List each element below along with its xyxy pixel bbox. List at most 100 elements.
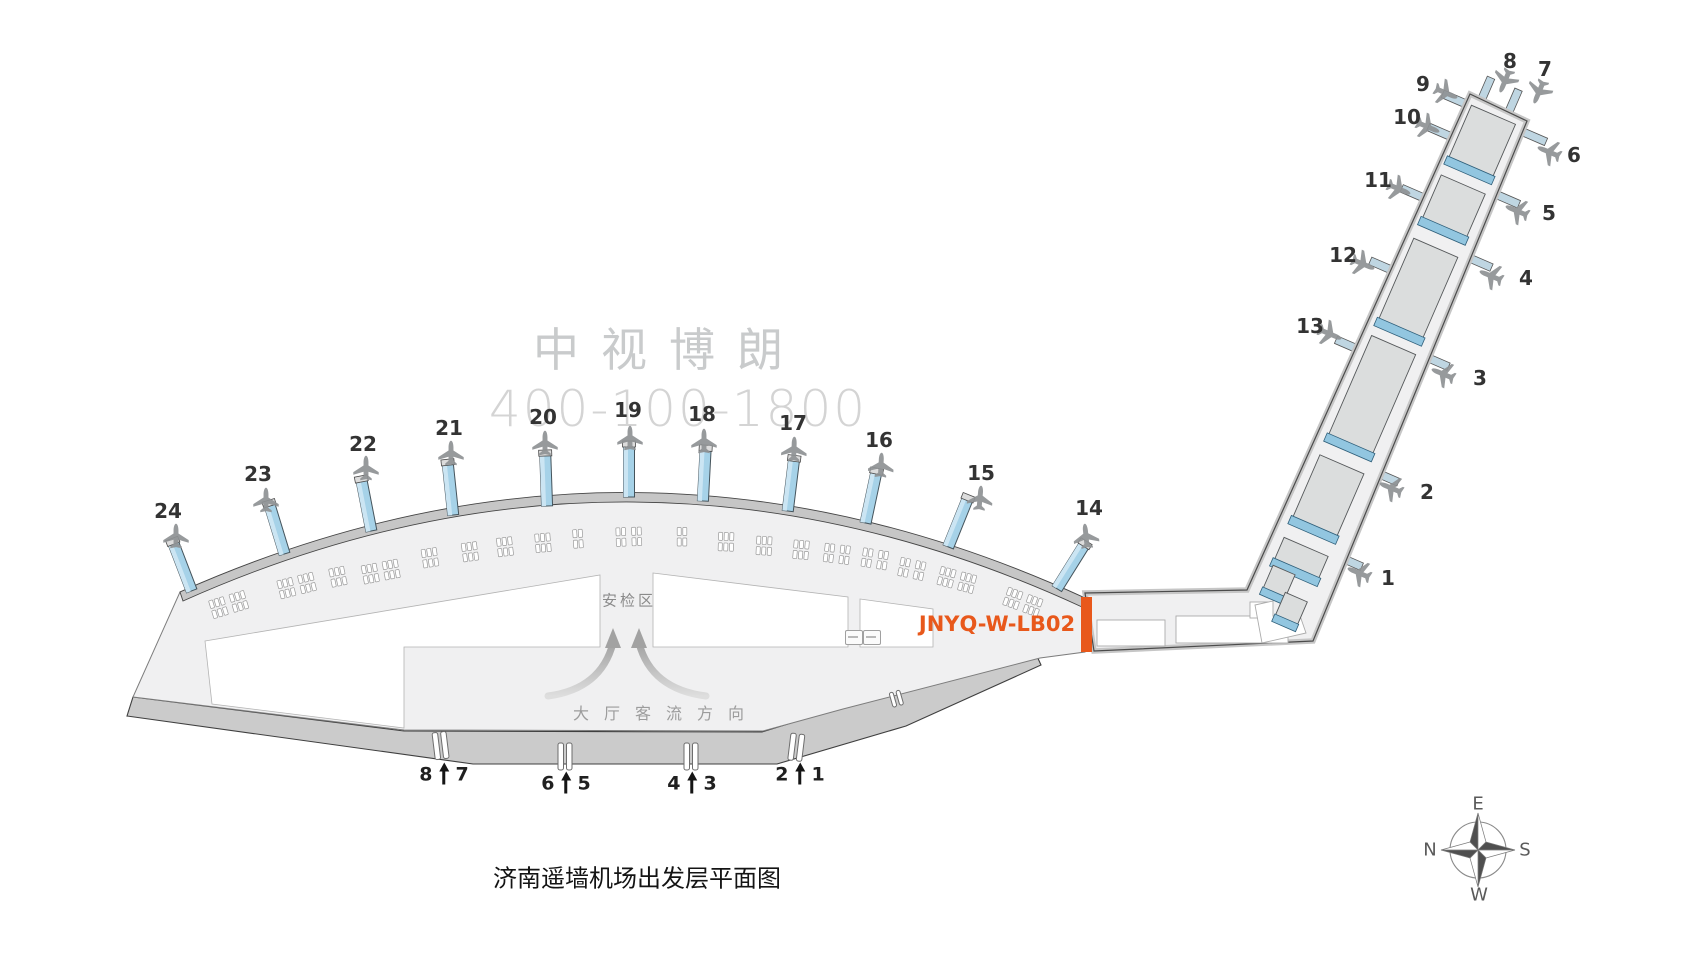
gate: 24 (154, 499, 189, 549)
gate-label: 15 (967, 461, 995, 485)
gate-label: 19 (614, 398, 642, 422)
entrance-number-right: 5 (577, 772, 591, 794)
entrance-number-right: 1 (811, 763, 825, 785)
seating-block (1002, 586, 1044, 618)
airplane-icon (1432, 78, 1458, 104)
entrance-door-pair (888, 689, 904, 708)
seating-block (572, 528, 584, 549)
jet-bridge (165, 535, 198, 594)
airplane-icon (1431, 363, 1457, 389)
airplane-icon (617, 425, 643, 451)
seating-block (496, 536, 514, 558)
gate: 23 (244, 462, 279, 513)
ad-code-label: JNYQ-W-LB02 (918, 612, 1076, 636)
gate-label: 24 (154, 499, 182, 523)
airplane-icon (532, 430, 558, 456)
gate-label: 23 (244, 462, 272, 486)
gate-label: 11 (1364, 168, 1392, 192)
gate-label: 18 (688, 402, 716, 426)
service-kiosk-box (863, 630, 881, 645)
gate: 6 (1537, 141, 1581, 167)
walkway-stripe (1373, 316, 1426, 347)
entrance-number-right: 3 (703, 772, 717, 794)
seating-block (328, 565, 348, 588)
hall-flow-label: 大厅客流方向 (572, 704, 760, 723)
compass-rose-icon (1440, 812, 1516, 888)
airplane-icon (1479, 265, 1505, 291)
jet-bridge (781, 454, 802, 513)
airplane-icon (1528, 78, 1554, 104)
airplane-icon (438, 440, 464, 466)
walkway-stripe (1287, 514, 1340, 545)
airplane-icon (691, 428, 717, 454)
entrance-door-pair (431, 731, 450, 761)
gate-label: 20 (529, 405, 557, 429)
ad-location-marker (1081, 597, 1092, 652)
airplane-icon (1379, 477, 1405, 503)
gate: 10 (1393, 105, 1440, 138)
concourse-outline (1084, 93, 1528, 652)
entrance-number-left: 6 (541, 772, 555, 794)
gate: 19 (614, 398, 643, 451)
gate: 2 (1379, 477, 1434, 504)
gate-label: 14 (1075, 496, 1103, 520)
airplane-icon (1537, 141, 1563, 167)
airplane-icon (1073, 523, 1100, 549)
jet-bridge (538, 449, 554, 507)
seating-block (717, 531, 735, 552)
seating-block (360, 558, 401, 585)
airplane-icon (867, 452, 894, 478)
entrance-number-left: 2 (775, 763, 789, 785)
walkway-stripe (1443, 155, 1496, 186)
gate: 11 (1364, 168, 1411, 200)
compass-east-label: E (1472, 793, 1484, 815)
gate: 1 (1347, 562, 1395, 590)
airplane-icon (253, 487, 279, 513)
gate-label: 5 (1542, 201, 1556, 225)
airplane-icon (353, 455, 379, 481)
seating-block (860, 547, 890, 571)
security-area-label: 安检区 (601, 591, 657, 610)
seating-block (460, 541, 480, 563)
entrance-number-right: 7 (455, 763, 469, 785)
gate: 21 (435, 416, 464, 466)
airplane-icon (1385, 174, 1411, 200)
gate-label: 7 (1538, 57, 1552, 81)
seating-block (420, 547, 440, 569)
jet-bridge (440, 458, 460, 517)
seating-areas (208, 526, 1044, 619)
walkway-stripe (1323, 432, 1376, 463)
entrance-door-pair (683, 742, 699, 771)
gate-label: 3 (1473, 366, 1487, 390)
seating-block (676, 527, 688, 547)
gate: 17 (779, 411, 807, 462)
gate-label: 12 (1329, 243, 1357, 267)
gate: 22 (349, 432, 379, 481)
airplane-icon (781, 436, 807, 462)
gate-label: 13 (1296, 314, 1324, 338)
up-arrow-icon (561, 771, 572, 795)
gate: 16 (865, 428, 894, 478)
gate: 5 (1505, 200, 1556, 226)
entrance-doors (431, 689, 904, 771)
gate: 9 (1416, 72, 1458, 104)
seating-block (208, 590, 250, 619)
airplane-icon (1347, 562, 1373, 588)
up-arrow-icon (439, 762, 450, 786)
jet-bridge (353, 474, 378, 533)
seating-block (792, 539, 810, 560)
gate-label: 17 (779, 411, 807, 435)
gate-label: 21 (435, 416, 463, 440)
page-title: 济南遥墙机场出发层平面图 (493, 864, 781, 893)
gate-label: 6 (1567, 143, 1581, 167)
gate-label: 1 (1381, 566, 1395, 590)
concourse-body (1085, 94, 1527, 651)
airplane-icon (1414, 112, 1440, 138)
seating-block (897, 557, 927, 581)
concourse-rooms (1258, 104, 1517, 633)
airplane-icon (1505, 200, 1531, 226)
